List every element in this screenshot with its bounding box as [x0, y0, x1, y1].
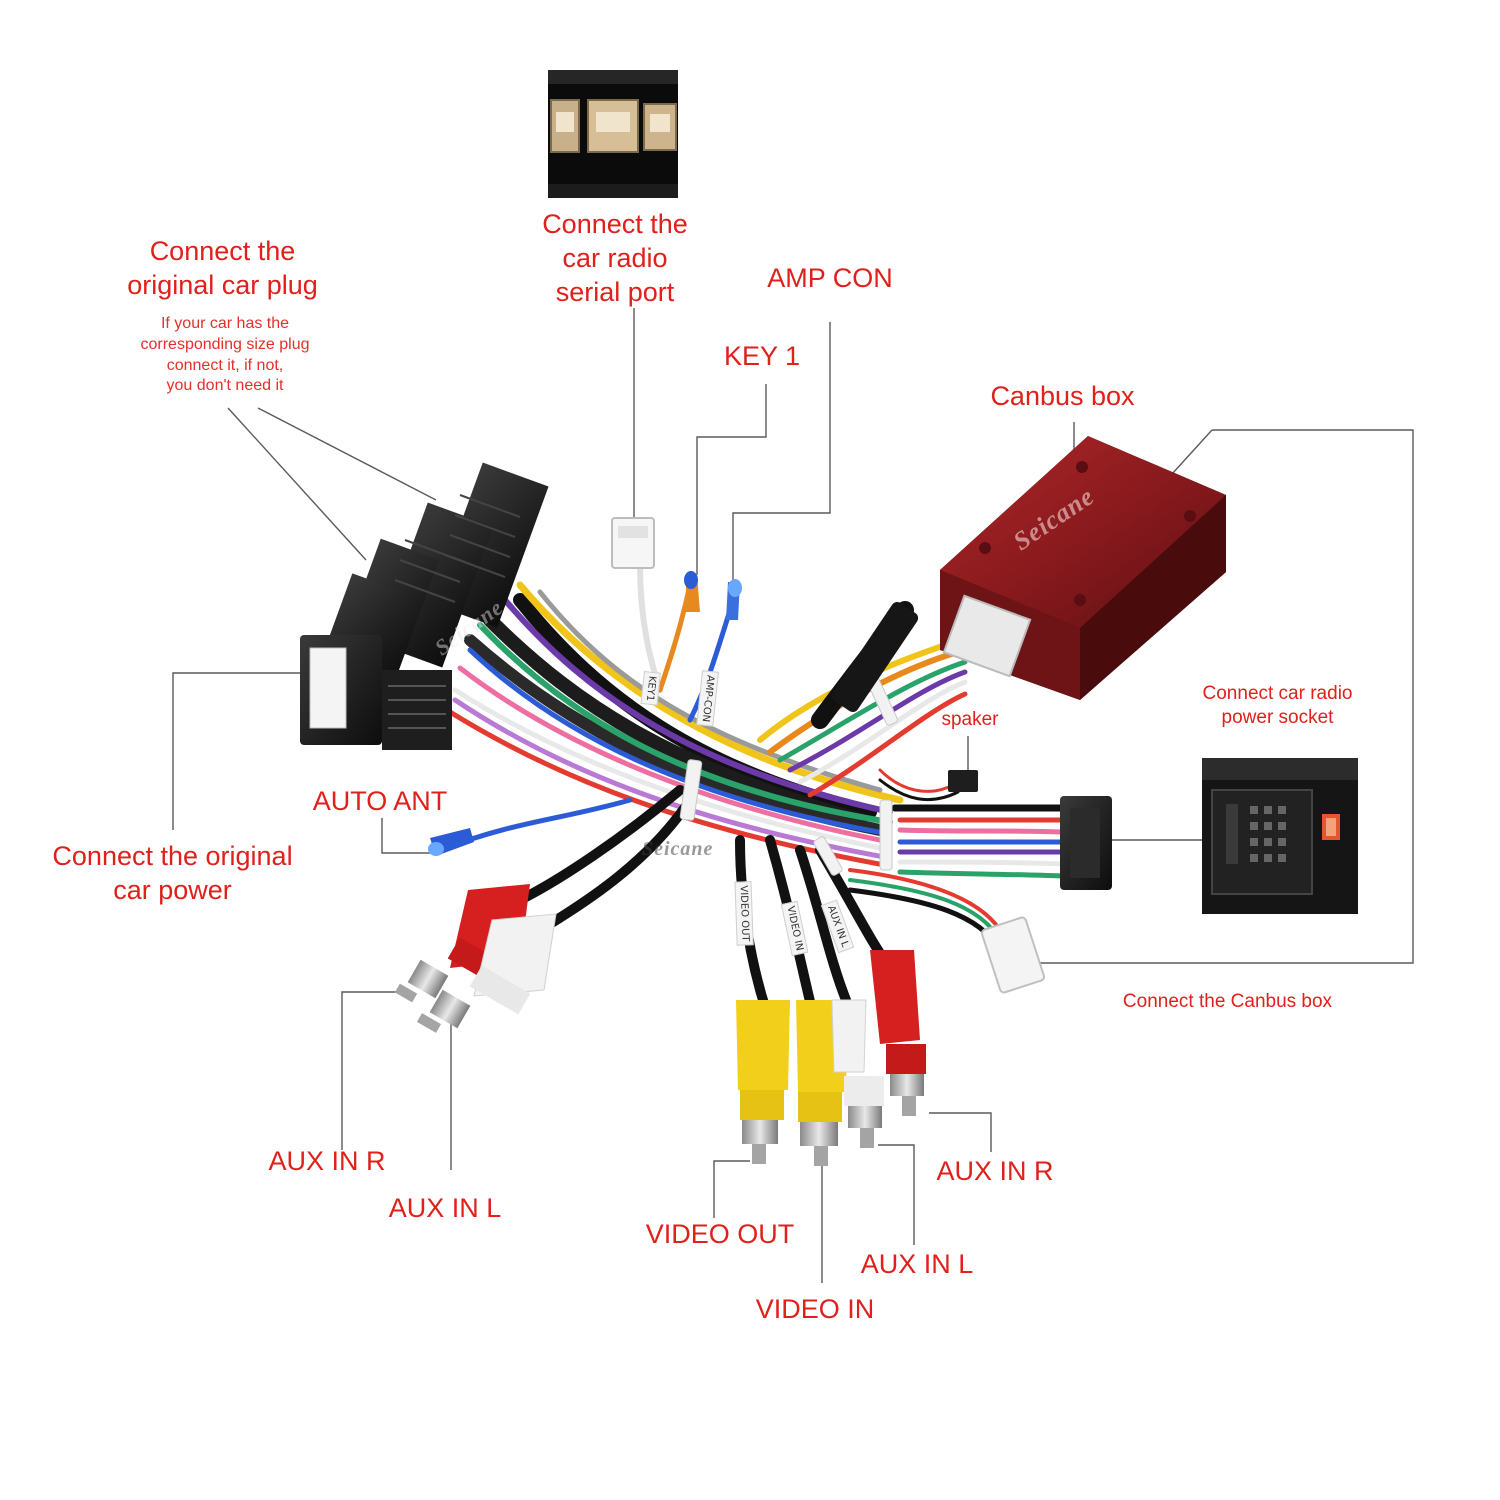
rca-video-out-yellow [736, 1000, 790, 1164]
serial-port-label-text: Connect the car radio serial port [542, 209, 688, 307]
leader-lines [172, 308, 1414, 1283]
rca-aux-l-white [831, 999, 884, 1148]
aux-in-r-right-label: AUX IN R [936, 1156, 1054, 1186]
cable-ties [679, 676, 898, 876]
key1-cable-tag: KEY1 [640, 671, 661, 706]
video-out-label: VIDEO OUT [645, 1219, 795, 1249]
aux-in-r-left-label: AUX IN R [268, 1146, 386, 1176]
power-socket-connector [1060, 796, 1112, 890]
original-power-label-text: Connect the original car power [52, 841, 293, 905]
rca-aux-r-red [870, 950, 926, 1116]
power-socket-photo [1202, 758, 1358, 914]
aux-in-l-left-label: AUX IN L [388, 1193, 502, 1223]
video-out-cable-tag: VIDEO OUT [734, 881, 754, 946]
original-power-connector [300, 635, 452, 750]
original-plug-label: Connect the original car plug [100, 235, 345, 303]
key1-wire-end [684, 571, 700, 612]
spaker-connector [948, 770, 978, 792]
serial-port-connector [611, 517, 655, 569]
video-in-label: VIDEO IN [755, 1294, 875, 1324]
sleeve-connector [831, 602, 919, 712]
harness-brand-watermark: Seicane [642, 838, 714, 860]
power-socket-label: Connect car radio power socket [1180, 682, 1375, 730]
amp-con-wire-end [726, 579, 742, 620]
rca-left-white [416, 913, 557, 1033]
spaker-label: spaker [941, 709, 999, 730]
auto-ant-wire-end [428, 828, 474, 856]
wire-bundle [437, 562, 1066, 1015]
original-power-label: Connect the original car power [30, 840, 315, 908]
auto-ant-label: AUTO ANT [312, 786, 448, 816]
original-plug-label-text: Connect the original car plug [127, 236, 318, 300]
key1-label: KEY 1 [723, 341, 801, 371]
power-socket-label-text: Connect car radio power socket [1202, 683, 1353, 728]
connect-canbus-label: Connect the Canbus box [1122, 991, 1333, 1012]
aux-in-l-right-label: AUX IN L [860, 1249, 974, 1279]
original-plug-note-text: If your car has the corresponding size p… [140, 315, 310, 395]
serial-port-photo [548, 70, 678, 198]
canbus-box-label: Canbus box [990, 381, 1135, 411]
amp-con-label: AMP CON [767, 263, 893, 293]
serial-port-label: Connect the car radio serial port [520, 208, 710, 309]
original-plug-note: If your car has the corresponding size p… [110, 314, 340, 397]
canbus-plug [980, 916, 1046, 994]
canbus-box [940, 436, 1226, 700]
